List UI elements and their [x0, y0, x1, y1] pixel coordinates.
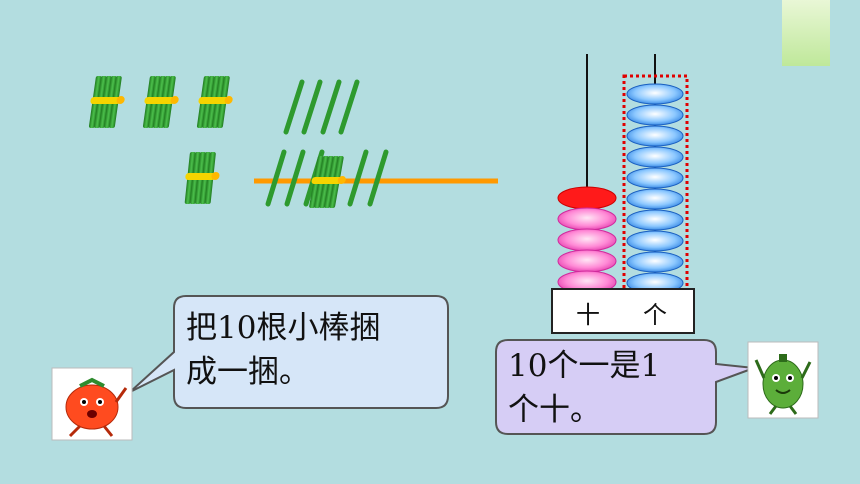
stick-bundle: [86, 76, 128, 128]
stick-bundle: [182, 152, 222, 204]
right-speech-bubble: [495, 339, 755, 435]
right-bubble-text: 10个一是1 个十。: [508, 348, 661, 428]
tomato-character-icon: [51, 367, 133, 441]
corner-decoration: [782, 0, 830, 66]
ones-beads: [626, 83, 684, 294]
stick-bundle: [194, 76, 236, 128]
tens-label: 十: [576, 301, 600, 329]
tens-beads: [557, 186, 617, 294]
stick-bundle: [140, 76, 182, 128]
stick-bundle: [306, 156, 350, 208]
abacus-base: [551, 288, 695, 334]
ones-label: 个: [643, 301, 667, 329]
left-bubble-text: 把10根小棒捆 成一捆。: [186, 310, 381, 390]
pepper-character-icon: [747, 341, 819, 419]
single-sticks: [283, 79, 360, 135]
left-speech-bubble: [129, 295, 449, 409]
